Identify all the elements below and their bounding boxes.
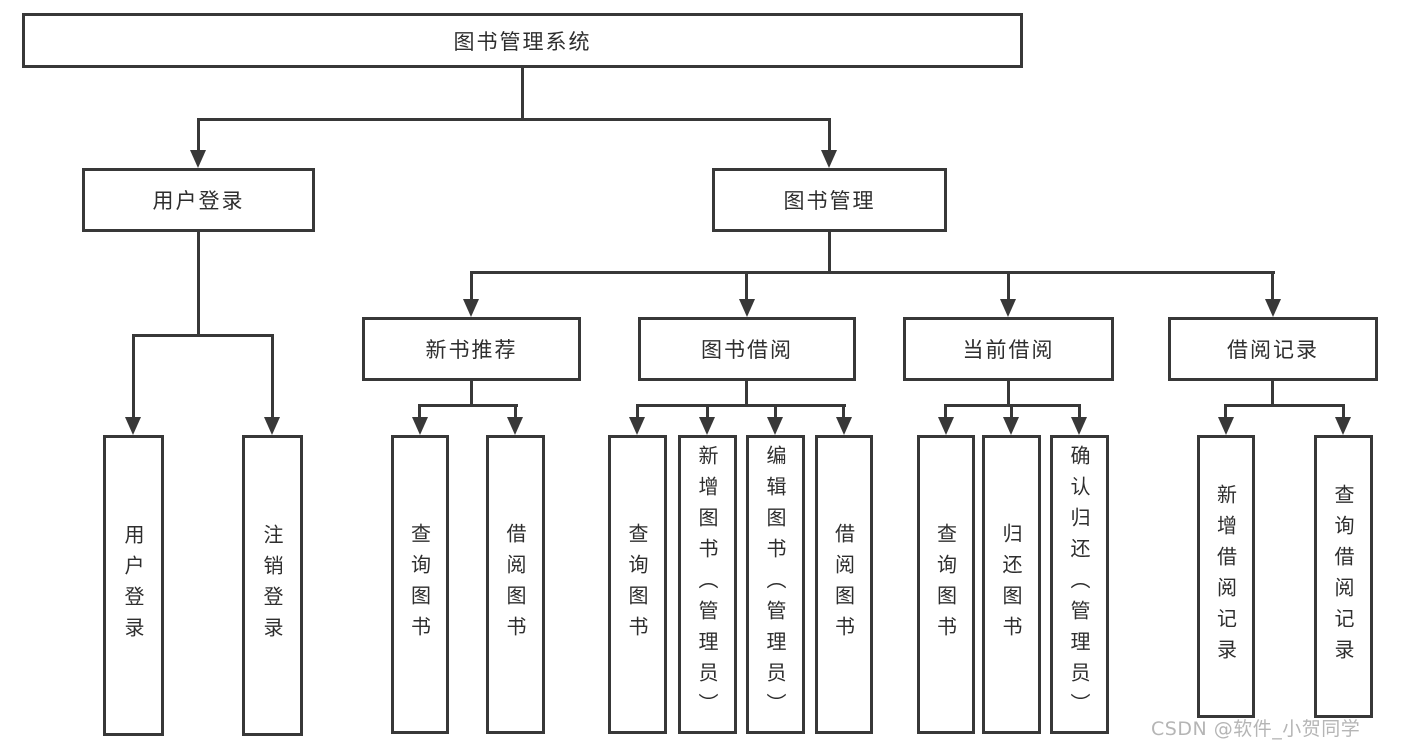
node-system-root: 图书管理系统 <box>22 13 1023 68</box>
leaf-query-book: 查询图书 <box>917 435 975 734</box>
leaf-label: 编辑图书（管理员） <box>763 445 787 724</box>
node-label: 新书推荐 <box>425 338 518 362</box>
connector-stem <box>828 118 831 152</box>
connector-stem <box>1271 381 1274 407</box>
node-current-borrow: 当前借阅 <box>903 317 1114 381</box>
connector-stem <box>1007 381 1010 407</box>
leaf-return-book: 归还图书 <box>982 435 1041 734</box>
connector-stem <box>271 334 274 422</box>
arrow-down <box>1003 417 1019 435</box>
node-new-book-recommend: 新书推荐 <box>362 317 581 381</box>
connector-rail <box>636 404 846 407</box>
arrow-down <box>821 150 837 168</box>
arrow-down <box>463 299 479 317</box>
arrow-down <box>507 417 523 435</box>
leaf-label: 借阅图书 <box>831 522 856 647</box>
arrow-down <box>264 417 280 435</box>
leaf-borrow-book: 借阅图书 <box>486 435 545 734</box>
node-label: 用户登录 <box>152 189 245 213</box>
connector-stem <box>132 334 135 422</box>
connector-stem <box>774 404 777 422</box>
connector-stem <box>197 118 200 152</box>
arrow-down <box>1000 299 1016 317</box>
leaf-logout: 注销登录 <box>242 435 303 736</box>
connector-rail <box>1224 404 1345 407</box>
leaf-add-book-admin: 新增图书（管理员） <box>678 435 737 734</box>
arrow-down <box>412 417 428 435</box>
arrow-down <box>1335 417 1351 435</box>
connector-level2-rail <box>197 118 831 121</box>
connector-mgmt-stem <box>828 232 831 273</box>
arrow-down <box>629 417 645 435</box>
arrow-down <box>125 417 141 435</box>
connector-stem <box>944 404 947 422</box>
leaf-label: 查询图书 <box>625 522 649 647</box>
leaf-label: 确认归还（管理员） <box>1067 445 1091 724</box>
connector-stem <box>636 404 639 422</box>
connector-stem <box>706 404 709 422</box>
connector-login-rail <box>132 334 274 337</box>
leaf-label: 新增借阅记录 <box>1213 483 1238 670</box>
node-label: 图书借阅 <box>701 338 793 362</box>
connector-level3-rail <box>470 271 1275 274</box>
arrow-down <box>739 299 755 317</box>
leaf-query-borrow-record: 查询借阅记录 <box>1314 435 1373 718</box>
leaf-label: 查询图书 <box>933 522 958 647</box>
arrow-down <box>938 417 954 435</box>
leaf-label: 用户登录 <box>121 523 145 648</box>
leaf-edit-book-admin: 编辑图书（管理员） <box>746 435 805 734</box>
leaf-query-book: 查询图书 <box>391 435 449 734</box>
node-label: 图书管理系统 <box>453 29 592 54</box>
connector-stem <box>842 404 845 422</box>
connector-root-stem <box>521 68 524 120</box>
leaf-confirm-return-admin: 确认归还（管理员） <box>1050 435 1109 734</box>
arrow-down <box>190 150 206 168</box>
leaf-label: 注销登录 <box>260 523 284 648</box>
connector-stem <box>470 271 473 303</box>
connector-stem <box>470 381 473 407</box>
leaf-query-book: 查询图书 <box>608 435 667 734</box>
node-book-management: 图书管理 <box>712 168 947 232</box>
leaf-label: 查询借阅记录 <box>1331 483 1355 670</box>
arrow-down <box>1265 299 1281 317</box>
node-user-login: 用户登录 <box>82 168 315 232</box>
connector-stem <box>1010 404 1013 422</box>
arrow-down <box>1218 417 1234 435</box>
leaf-label: 归还图书 <box>999 522 1023 647</box>
leaf-label: 借阅图书 <box>503 522 527 647</box>
connector-stem <box>514 404 517 422</box>
leaf-add-borrow-record: 新增借阅记录 <box>1197 435 1255 718</box>
connector-stem <box>745 271 748 303</box>
connector-stem <box>1224 404 1227 422</box>
connector-stem <box>418 404 421 422</box>
node-label: 借阅记录 <box>1227 338 1319 362</box>
connector-stem <box>745 381 748 407</box>
node-borrow-records: 借阅记录 <box>1168 317 1378 381</box>
connector-stem <box>1342 404 1345 422</box>
arrow-down <box>699 417 715 435</box>
arrow-down <box>1071 417 1087 435</box>
connector-rail <box>418 404 518 407</box>
leaf-user-login: 用户登录 <box>103 435 164 736</box>
connector-stem <box>1007 271 1010 303</box>
node-label: 当前借阅 <box>962 338 1055 362</box>
connector-login-stem <box>197 232 200 336</box>
leaf-borrow-book: 借阅图书 <box>815 435 873 734</box>
connector-stem <box>1078 404 1081 422</box>
node-label: 图书管理 <box>783 189 876 213</box>
watermark: CSDN @软件_小贺同学 <box>1151 718 1361 740</box>
connector-stem <box>1271 271 1274 303</box>
node-book-borrow: 图书借阅 <box>638 317 856 381</box>
leaf-label: 查询图书 <box>407 522 432 647</box>
arrow-down <box>767 417 783 435</box>
leaf-label: 新增图书（管理员） <box>695 445 719 724</box>
arrow-down <box>836 417 852 435</box>
